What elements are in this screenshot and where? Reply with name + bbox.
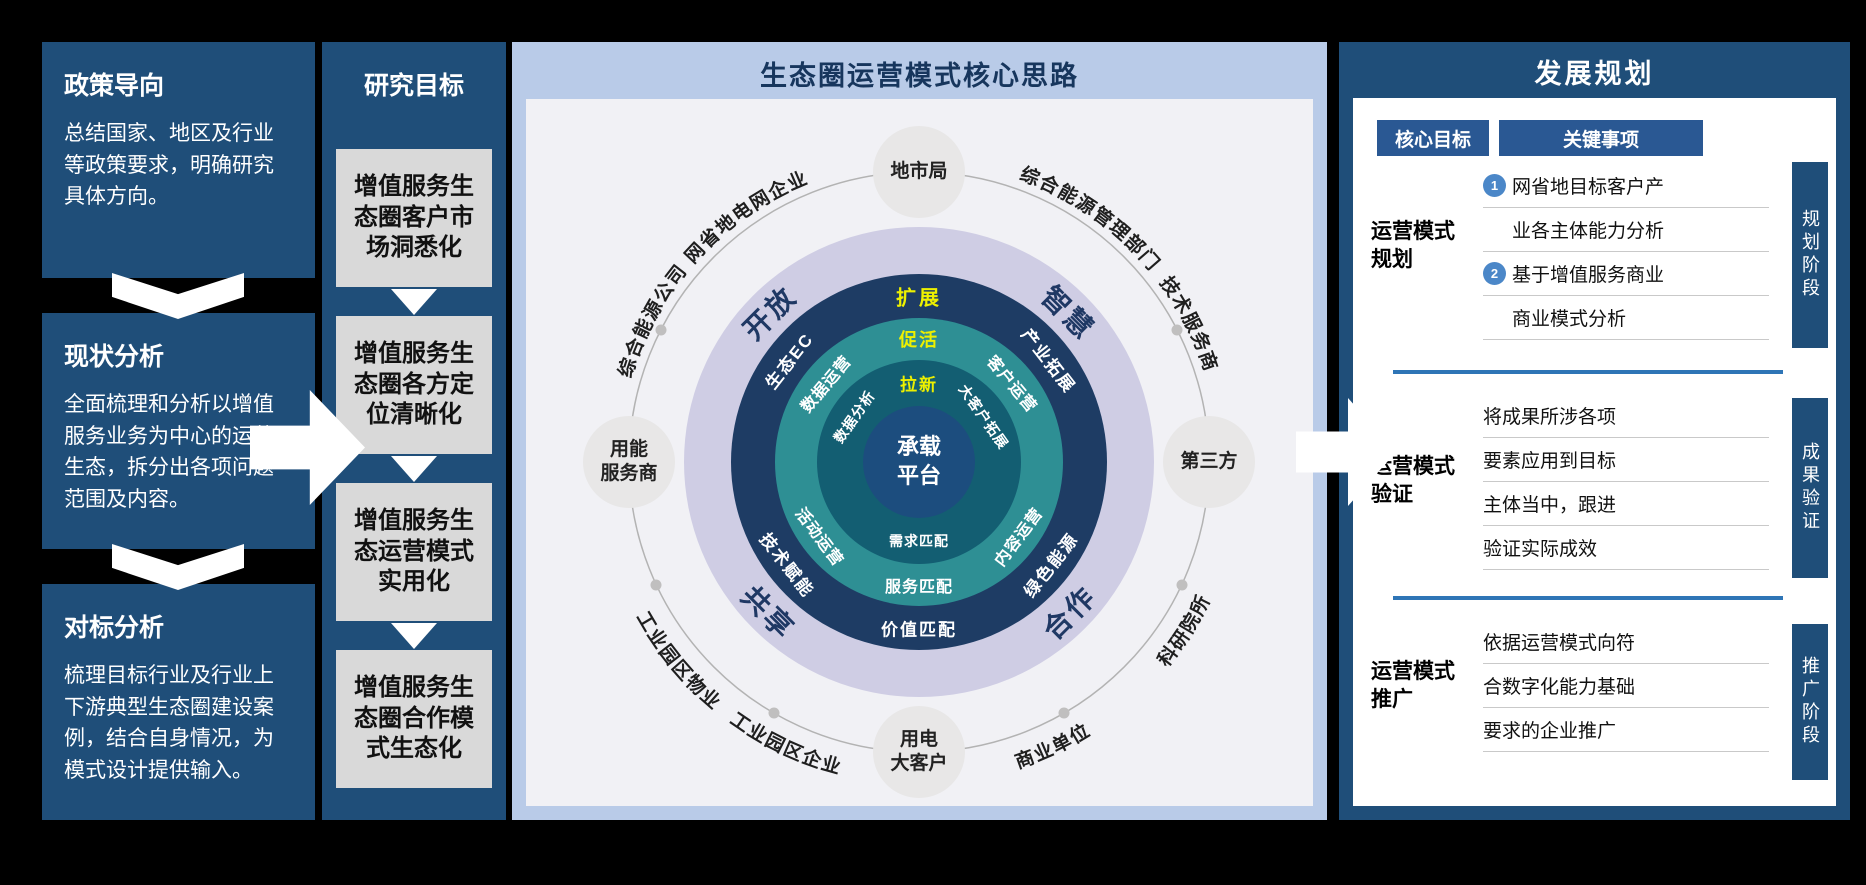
row-label-verification: 运营模式 验证 (1371, 455, 1455, 507)
benchmark-analysis-box: 对标分析 梳理目标行业及行业上下游典型生态圈建设案例，结合自身情况，为模式设计提… (42, 584, 315, 820)
number-badge: 1 (1483, 174, 1506, 197)
plan-line: 将成果所涉各项 (1483, 394, 1769, 438)
row-label-planning: 运营模式 规划 (1371, 220, 1455, 272)
node-major-power-customer: 用电 大客户 (873, 706, 965, 798)
ecosystem-panel: 生态圈运营模式核心思路 综合能源公司 网省地电网企业 综合能源管 (512, 42, 1327, 820)
current-analysis-title: 现状分析 (64, 343, 165, 371)
benchmark-analysis-title: 对标分析 (64, 614, 165, 642)
plan-line: 业各主体能力分析 (1483, 208, 1769, 252)
policy-box-body: 总结国家、地区及行业等政策要求，明确研究具体方向。 (64, 122, 274, 208)
label-activate: 促活 (899, 330, 939, 350)
plan-line: 验证实际成效 (1483, 526, 1769, 570)
plan-line: 2 基于增值服务商业 (1483, 252, 1769, 296)
plan-line-text: 要素应用到目标 (1483, 451, 1617, 472)
number-badge: 2 (1483, 262, 1506, 285)
node-energy-service-provider: 用能 服务商 (583, 416, 675, 508)
label-demand-match: 需求匹配 (889, 533, 949, 549)
plan-line: 主体当中，跟进 (1483, 482, 1769, 526)
research-item: 增值服务生态运营模式实用化 (336, 483, 492, 621)
plan-line: 要素应用到目标 (1483, 438, 1769, 482)
plan-line: 依据运营模式向符 (1483, 620, 1769, 664)
plan-line-text: 将成果所涉各项 (1483, 407, 1617, 428)
plan-line: 1 网省地目标客户产 (1483, 164, 1769, 208)
policy-box-title: 政策导向 (64, 72, 165, 100)
plan-line-text: 主体当中，跟进 (1483, 495, 1617, 516)
plan-line-text: 基于增值服务商业 (1512, 265, 1665, 286)
triangle-down-icon (391, 623, 437, 649)
policy-box: 政策导向 总结国家、地区及行业等政策要求，明确研究具体方向。 (42, 42, 315, 278)
stage-tab-verification: 成果验证 (1792, 398, 1828, 578)
divider-line (1393, 596, 1783, 600)
core-platform: 承载 平台 (863, 406, 975, 518)
label-expand: 扩展 (896, 287, 942, 310)
node-third-party: 第三方 (1163, 416, 1255, 508)
plan-line-text: 网省地目标客户产 (1512, 177, 1665, 198)
stage-tab-promotion: 推广阶段 (1792, 624, 1828, 780)
row-promotion-lines: 依据运营模式向符 合数字化能力基础 要求的企业推广 (1483, 620, 1769, 752)
plan-line-text: 要求的企业推广 (1483, 721, 1617, 742)
divider-line (1393, 370, 1783, 374)
node-city-bureau: 地市局 (873, 126, 965, 218)
development-plan-panel: 发展规划 核心目标 关键事项 运营模式 规划 1 网省地目标客户产 业各主体能力… (1339, 42, 1850, 820)
research-item: 增值服务生态圈客户市场洞悉化 (336, 149, 492, 287)
header-core-goal: 核心目标 (1377, 120, 1489, 156)
ecosystem-panel-title: 生态圈运营模式核心思路 (760, 61, 1079, 91)
research-item: 增值服务生态圈合作模式生态化 (336, 650, 492, 788)
benchmark-analysis-body: 梳理目标行业及行业上下游典型生态圈建设案例，结合自身情况，为模式设计提供输入。 (64, 664, 274, 782)
row-verification-lines: 将成果所涉各项 要素应用到目标 主体当中，跟进 验证实际成效 (1483, 394, 1769, 570)
plan-line: 合数字化能力基础 (1483, 664, 1769, 708)
header-key-items: 关键事项 (1499, 120, 1703, 156)
development-plan-body: 核心目标 关键事项 运营模式 规划 1 网省地目标客户产 业各主体能力分析 2 … (1353, 98, 1836, 806)
label-service-match: 服务匹配 (884, 579, 954, 596)
plan-line-text: 合数字化能力基础 (1483, 677, 1636, 698)
research-item: 增值服务生态圈各方定位清晰化 (336, 316, 492, 454)
row-label-promotion: 运营模式 推广 (1371, 660, 1455, 712)
research-column: 研究目标 增值服务生态圈客户市场洞悉化 增值服务生态圈各方定位清晰化 增值服务生… (322, 42, 506, 820)
row-planning-lines: 1 网省地目标客户产 业各主体能力分析 2 基于增值服务商业 商业模式分析 (1483, 164, 1769, 340)
plan-line-text: 验证实际成效 (1483, 539, 1598, 560)
triangle-down-icon (391, 456, 437, 482)
research-column-title: 研究目标 (363, 72, 464, 100)
current-analysis-body: 全面梳理和分析以增值服务业务为中心的运营生态，拆分出各项问题范围及内容。 (64, 393, 274, 511)
label-value-match: 价值匹配 (881, 620, 957, 640)
plan-line: 要求的企业推广 (1483, 708, 1769, 752)
plan-line: 商业模式分析 (1483, 296, 1769, 340)
plan-line-text: 业各主体能力分析 (1512, 221, 1665, 242)
label-acquire: 拉新 (900, 375, 938, 395)
stage-tab-planning: 规划阶段 (1792, 162, 1828, 348)
plan-line-text: 依据运营模式向符 (1483, 633, 1636, 654)
plan-line-text: 商业模式分析 (1512, 309, 1627, 330)
triangle-down-icon (391, 289, 437, 315)
development-plan-title: 发展规划 (1534, 59, 1655, 89)
